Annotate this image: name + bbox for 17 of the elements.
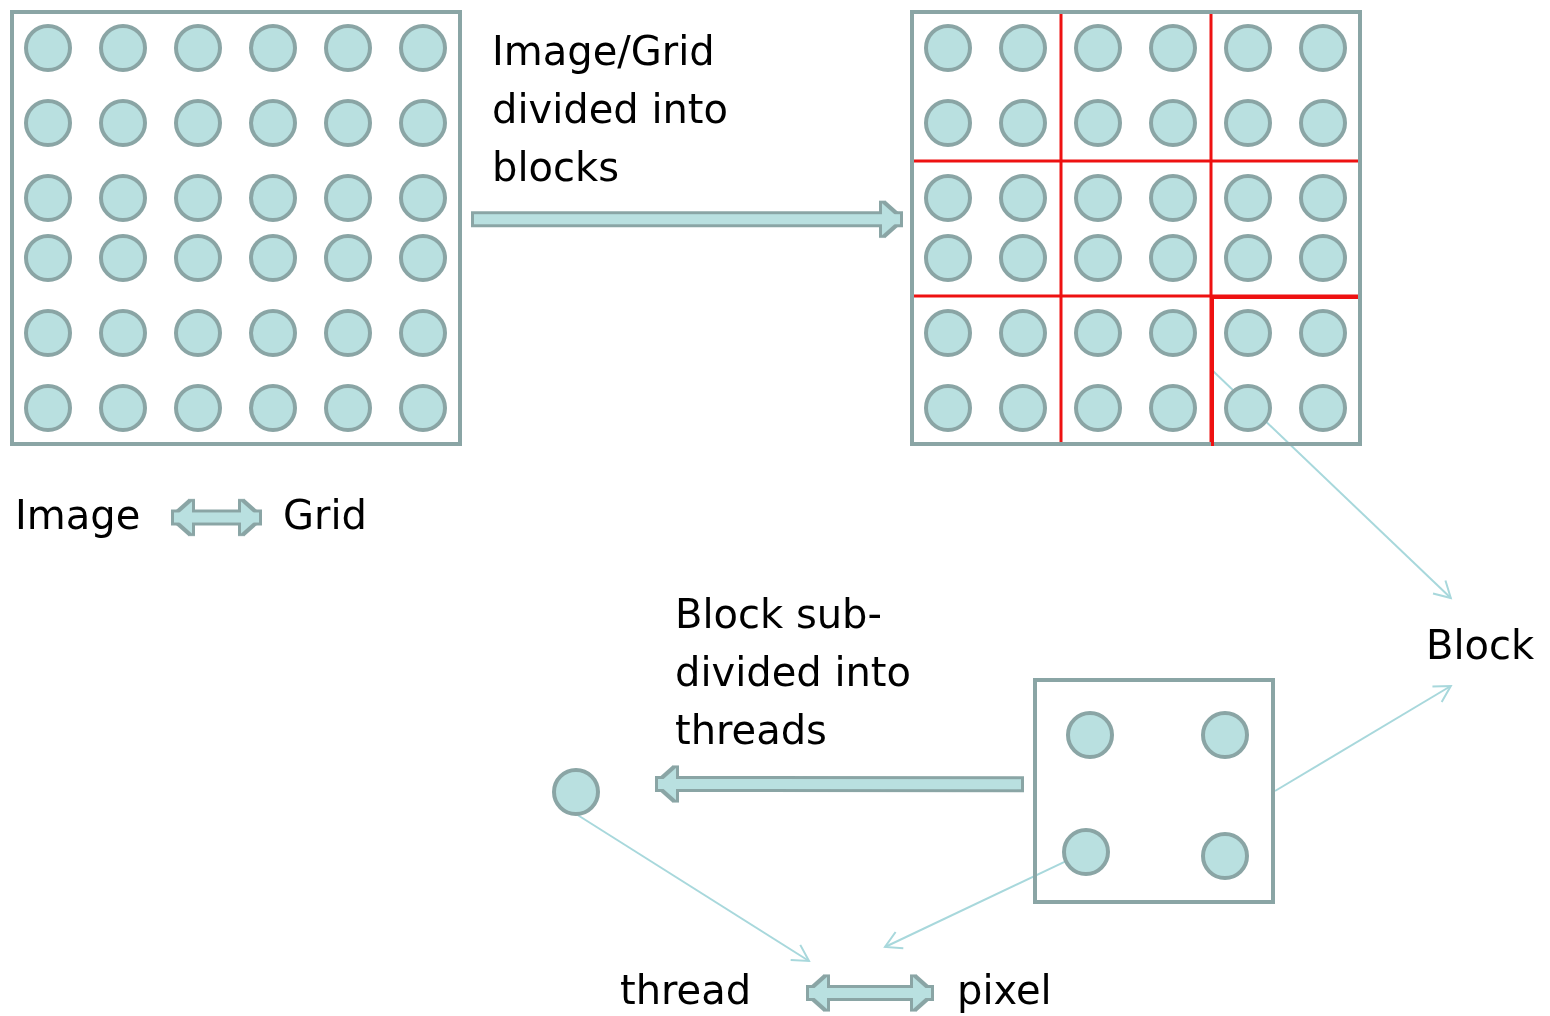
arrow [884,860,1066,950]
arrow [575,813,810,962]
block-arrow [474,203,900,236]
thread-term-label: thread [620,965,775,1015]
pixel-term-label: pixel [957,965,1067,1015]
grid-block [1211,296,1358,446]
double-arrow [174,501,259,534]
block-arrow [658,768,1021,800]
thread-circle [1062,828,1110,876]
image-term-label: Image [15,490,160,540]
thread-circle [552,768,600,816]
grid-term-label: Grid [283,490,383,540]
arrow [1274,685,1452,792]
arrow [1212,370,1452,599]
block-frame [1033,678,1275,904]
double-arrow [809,977,931,1009]
block-term-label: Block [1426,620,1550,674]
